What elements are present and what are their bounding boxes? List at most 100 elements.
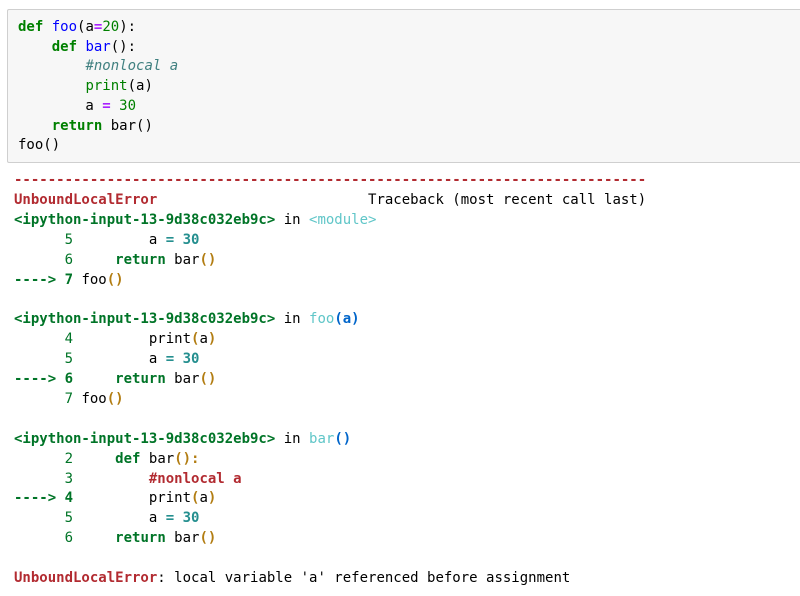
code-line: a = 30 bbox=[18, 96, 136, 116]
code-line-token bbox=[18, 39, 52, 55]
code-line-token: = bbox=[93, 19, 103, 35]
code-line-token: = bbox=[102, 97, 111, 114]
code-line-token: (): bbox=[110, 38, 137, 55]
traceback-line-token: foo bbox=[73, 390, 107, 407]
traceback-line-token: a bbox=[73, 510, 166, 527]
traceback-line-token: <ipython-input-13-9d38c032eb9c> bbox=[14, 211, 276, 228]
code-line-token bbox=[18, 78, 85, 94]
traceback-line-token: ----> 7 bbox=[14, 271, 74, 288]
code-line-token: def bbox=[51, 38, 78, 55]
traceback-line-token: () bbox=[199, 530, 217, 547]
traceback-line: 3 #nonlocal a bbox=[14, 469, 242, 489]
code-line: print(a) bbox=[18, 76, 153, 96]
traceback-line-token: UnboundLocalError bbox=[14, 191, 158, 208]
traceback-line-token: foo bbox=[309, 311, 335, 328]
traceback-line-token: print bbox=[73, 490, 192, 507]
traceback-line-token: #nonlocal a bbox=[148, 470, 242, 487]
code-line-token: #nonlocal a bbox=[85, 58, 179, 75]
traceback-line-token: 3 bbox=[14, 470, 74, 487]
traceback-line-token: 6 bbox=[14, 251, 74, 268]
traceback-line bbox=[14, 548, 22, 568]
traceback-line-token bbox=[14, 411, 22, 427]
code-input-cell[interactable]: def foo(a=20): def bar(): #nonlocal a pr… bbox=[7, 9, 800, 163]
traceback-line-token: foo bbox=[73, 271, 107, 288]
traceback-line-token bbox=[73, 252, 115, 268]
traceback-line-token: ) bbox=[207, 331, 217, 348]
traceback-line-token: a bbox=[73, 231, 166, 248]
traceback-line bbox=[14, 289, 22, 309]
code-line: def bar(): bbox=[18, 37, 136, 57]
code-line-token: 30 bbox=[119, 97, 137, 114]
code-line-token bbox=[43, 19, 51, 35]
traceback-line-token bbox=[73, 451, 115, 467]
code-line: return bar() bbox=[18, 116, 153, 136]
traceback-line: <ipython-input-13-9d38c032eb9c> in <modu… bbox=[14, 210, 376, 230]
traceback-line-token: ----> 6 bbox=[14, 371, 74, 387]
traceback-line: ----> 6 return bar() bbox=[14, 369, 216, 389]
code-line-token: (a) bbox=[127, 78, 153, 95]
traceback-line-token: in bbox=[275, 311, 310, 328]
traceback-line-token: ( bbox=[191, 490, 200, 507]
traceback-line bbox=[14, 409, 22, 429]
code-line: foo() bbox=[18, 135, 60, 155]
traceback-line-token bbox=[14, 550, 22, 566]
traceback-line: 7 foo() bbox=[14, 389, 124, 409]
traceback-line-token bbox=[73, 371, 115, 387]
code-line-token: foo bbox=[51, 19, 78, 35]
traceback-line: 6 return bar() bbox=[14, 528, 217, 548]
traceback-line-token: 5 bbox=[14, 231, 74, 248]
traceback-line-token: 6 bbox=[14, 530, 74, 547]
traceback-line: UnboundLocalError: local variable 'a' re… bbox=[14, 568, 570, 588]
traceback-line-token: (a) bbox=[334, 311, 360, 328]
code-line-token: def bbox=[18, 19, 44, 35]
traceback-line: 2 def bar(): bbox=[14, 449, 200, 469]
code-line: def foo(a=20): bbox=[18, 17, 136, 37]
traceback-line-token: ----------------------------------------… bbox=[14, 172, 647, 188]
traceback-line-token: <ipython-input-13-9d38c032eb9c> bbox=[14, 430, 276, 447]
code-line-token: bar() bbox=[102, 117, 153, 134]
code-line-token bbox=[18, 118, 52, 134]
traceback-line-token: bar bbox=[140, 450, 175, 467]
traceback-line-token: 5 bbox=[14, 510, 74, 527]
traceback-line-token: ----> 4 bbox=[14, 490, 74, 507]
traceback-line-token: bar bbox=[165, 251, 200, 268]
traceback-line-token: <module> bbox=[309, 211, 377, 228]
traceback-line-token: return bbox=[115, 251, 166, 268]
traceback-line: 5 a = 30 bbox=[14, 349, 200, 369]
code-line-token: foo() bbox=[18, 137, 61, 154]
traceback-line-token: print bbox=[73, 331, 192, 348]
traceback-line-token: () bbox=[199, 371, 217, 387]
traceback-line-token: a bbox=[199, 331, 208, 348]
traceback-line: 5 a = 30 bbox=[14, 230, 200, 250]
traceback-line-token: return bbox=[115, 530, 166, 547]
code-line: #nonlocal a bbox=[18, 56, 178, 76]
traceback-line-token: 4 bbox=[14, 331, 74, 348]
traceback-line-token: a bbox=[199, 490, 208, 507]
traceback-line-token: 5 bbox=[14, 351, 74, 368]
traceback-line-token: : local variable 'a' referenced before a… bbox=[157, 570, 571, 586]
traceback-line-token: () bbox=[106, 390, 124, 407]
traceback-line-token bbox=[73, 530, 115, 546]
traceback-line-token: () bbox=[106, 271, 124, 288]
traceback-line-token: bar bbox=[165, 371, 200, 387]
traceback-line-token: () bbox=[334, 430, 352, 447]
traceback-line-token: in bbox=[275, 430, 310, 447]
traceback-line: ----------------------------------------… bbox=[14, 170, 646, 190]
traceback-line: <ipython-input-13-9d38c032eb9c> in bar() bbox=[14, 429, 351, 449]
traceback-line: 4 print(a) bbox=[14, 329, 217, 349]
traceback-line: <ipython-input-13-9d38c032eb9c> in foo(a… bbox=[14, 309, 360, 329]
traceback-line-token: = 30 bbox=[165, 231, 200, 248]
code-line-token: a bbox=[18, 97, 103, 114]
traceback-line-token: <ipython-input-13-9d38c032eb9c> bbox=[14, 311, 276, 328]
traceback-line-token: (): bbox=[174, 450, 200, 467]
code-line-token: bar bbox=[85, 38, 111, 55]
traceback-line-token: = 30 bbox=[165, 351, 200, 368]
code-line-token: ): bbox=[119, 19, 137, 35]
traceback-line: 6 return bar() bbox=[14, 250, 217, 270]
traceback-line-token: () bbox=[199, 251, 217, 268]
code-line-token: 20 bbox=[102, 19, 120, 35]
code-line-token bbox=[18, 58, 85, 74]
traceback-line: ----> 7 foo() bbox=[14, 270, 124, 290]
traceback-line-token: in bbox=[275, 211, 310, 228]
traceback-line-token: = 30 bbox=[165, 510, 200, 527]
